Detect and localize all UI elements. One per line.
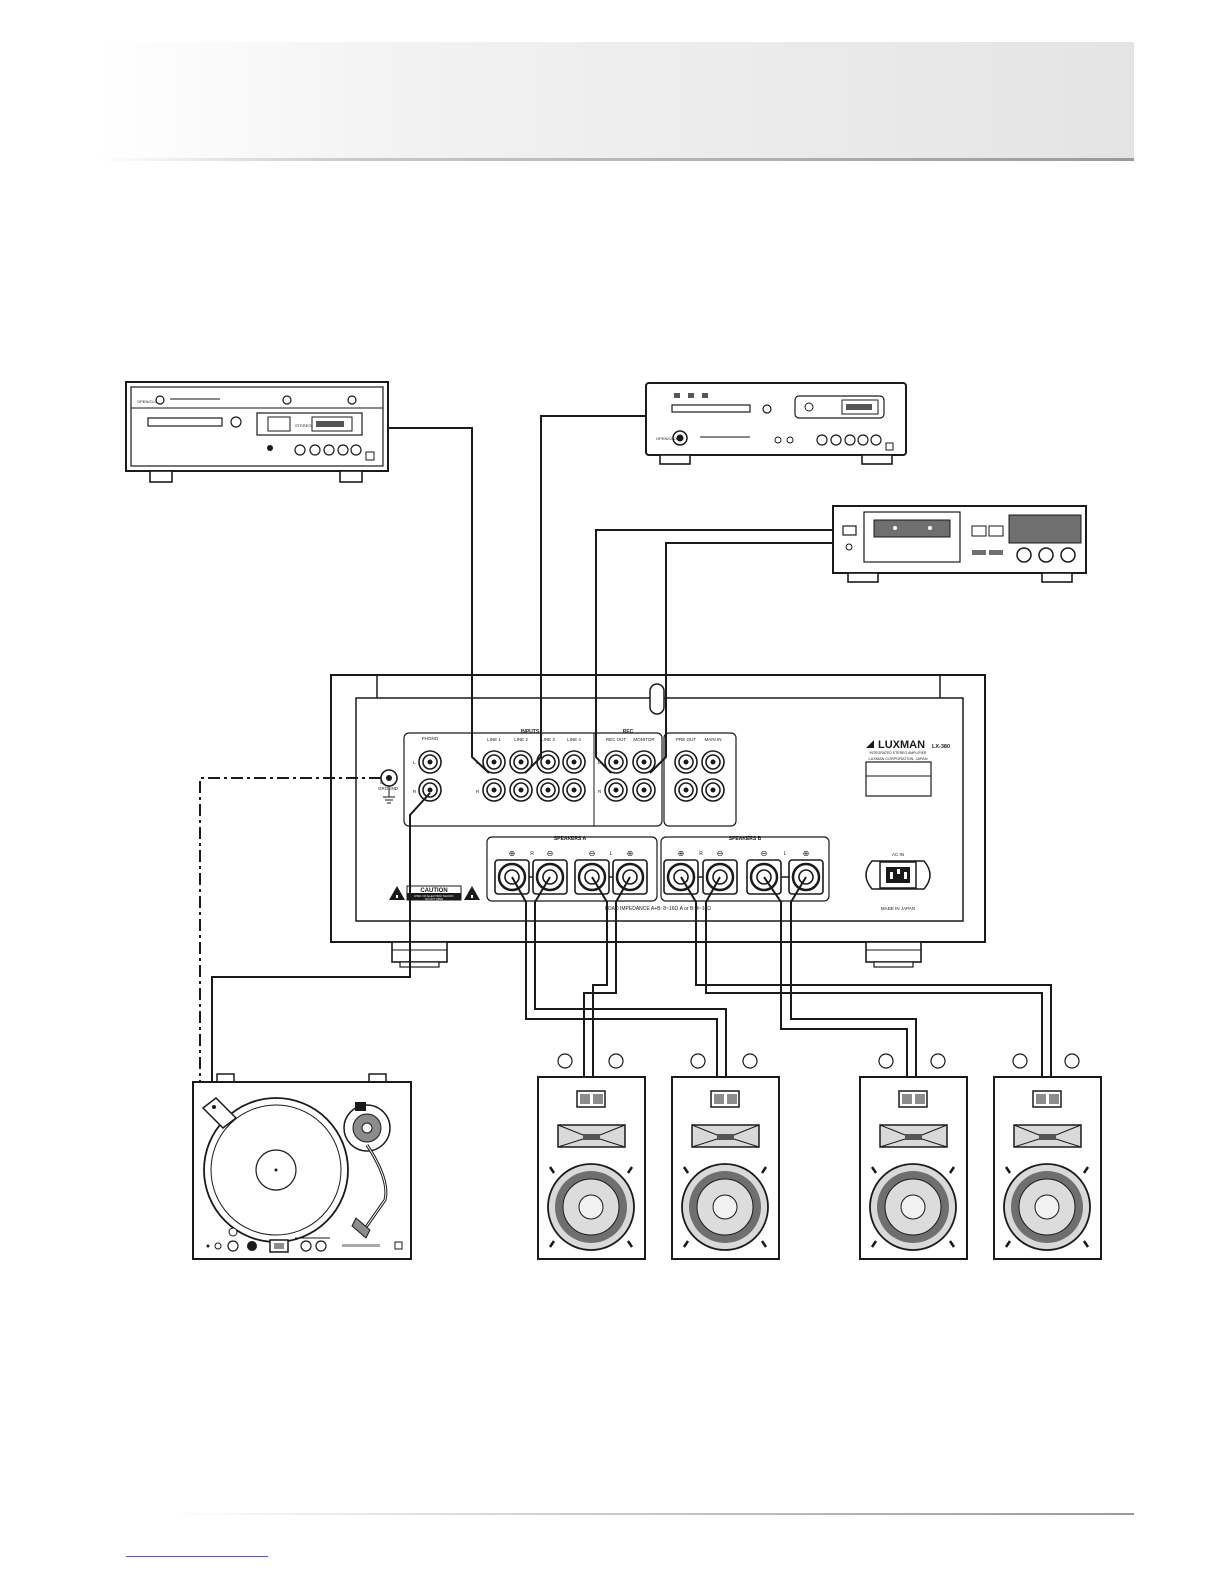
speakers-b-label: SPEAKERS B [729, 836, 762, 842]
cable-turntable-to-phono [211, 792, 431, 1082]
rec-out-label: REC OUT [606, 737, 627, 742]
speakers-a-label: SPEAKERS A [554, 836, 587, 842]
rec-label: REC [623, 729, 634, 735]
rec-r-label: R [598, 789, 602, 794]
svg-text:RISK OF ELECTRIC SHOCK: RISK OF ELECTRIC SHOCK [414, 894, 453, 898]
cd-player: OPEN/CLOSE [645, 382, 907, 465]
speaker-b-right [858, 1053, 969, 1261]
svg-text:CAUTION: CAUTION [420, 888, 447, 894]
spk-b-l-minus-label: ⊖ [761, 849, 768, 858]
ac-in-label: AC IN [892, 852, 904, 857]
line4-label: LINE 4 [567, 737, 581, 742]
sacd-open-close-label: OPEN/CLOSE [137, 399, 163, 404]
signal-ground-label-2: GROUND [378, 786, 399, 791]
spk-a-r-minus-label: ⊖ [547, 849, 554, 858]
spk-b-l-label: L [784, 851, 787, 857]
speaker-a-right [536, 1053, 647, 1261]
header-band [96, 42, 1134, 160]
line3-label: LINE 3 [541, 737, 555, 742]
spk-b-r-plus-label: ⊕ [678, 849, 685, 858]
footer-rule [170, 1513, 1134, 1515]
line1-label: LINE 1 [487, 737, 501, 742]
ac-inlet [865, 860, 931, 890]
speaker-b-left [992, 1053, 1103, 1261]
sacd-player: OPEN/CLOSE STEREO [125, 381, 389, 483]
svg-text:LUXMAN: LUXMAN [878, 739, 925, 751]
inputs-label: INPUTS [521, 729, 540, 735]
spk-b-r-minus-label: ⊖ [717, 849, 724, 858]
pre-out-label: PRE OUT [676, 737, 696, 742]
spk-a-r-label: R [530, 851, 534, 857]
interconnect-cables [211, 415, 1052, 1082]
line2-label: LINE 2 [514, 737, 528, 742]
wire-spk-b-l [763, 876, 908, 1077]
model-label: LX-380 [932, 744, 950, 750]
cd-open-close-label: OPEN/CLOSE [656, 436, 682, 441]
rating-plate [865, 761, 932, 797]
footer-link-underline[interactable] [126, 1556, 268, 1557]
spk-a-l-plus-label: ⊕ [627, 849, 634, 858]
turntable [192, 1073, 412, 1260]
amp-subtitle: INTEGRATED STEREO AMPLIFIER [870, 751, 927, 755]
spk-b-r-label: R [699, 851, 703, 857]
maker-label: LUXMAN CORPORATION, JAPAN [869, 757, 928, 761]
spk-a-l-label: L [610, 851, 613, 857]
header-rule [96, 158, 1134, 161]
caution-label: CAUTION RISK OF ELECTRIC SHOCK DO NOT OP… [389, 885, 480, 901]
speaker-a-left [670, 1053, 781, 1261]
luxman-logo: LUXMAN [866, 739, 925, 751]
phono-l-label: L [413, 760, 416, 765]
wire-spk-b-r [680, 876, 1052, 1077]
cable-cd-to-line2 [524, 415, 646, 774]
phono-label: PHONO [422, 736, 439, 741]
cable-sacd-to-line1 [388, 427, 490, 774]
svg-text:DO NOT OPEN: DO NOT OPEN [425, 897, 443, 901]
load-impedance-label: LOAD IMPEDANCE A+B: 8~16Ω A or B: 4~16Ω [605, 906, 711, 912]
rec-l-label: L [598, 760, 601, 765]
wire-spk-a-r-plus [511, 876, 718, 1077]
spk-a-r-plus-label: ⊕ [509, 849, 516, 858]
cassette-deck [832, 505, 1087, 583]
amplifier-rear-panel: SIGNAL GROUND PHONO INPUTS LINE 1 LINE 2… [330, 674, 986, 968]
made-in-label: MADE IN JAPAN [881, 906, 915, 911]
monitor-label: MONITOR [633, 737, 655, 742]
wire-spk-a-l [591, 876, 608, 1077]
spk-a-l-minus-label: ⊖ [589, 849, 596, 858]
cable-cassette-to-monitor [649, 542, 833, 774]
cable-rec-out-to-cassette [595, 529, 833, 774]
main-in-label: MAIN IN [704, 737, 721, 742]
spk-b-l-plus-label: ⊕ [803, 849, 810, 858]
sacd-mode-label: STEREO [295, 423, 311, 428]
inputs-r-label: R [476, 789, 480, 794]
phono-r-label: R [413, 789, 417, 794]
